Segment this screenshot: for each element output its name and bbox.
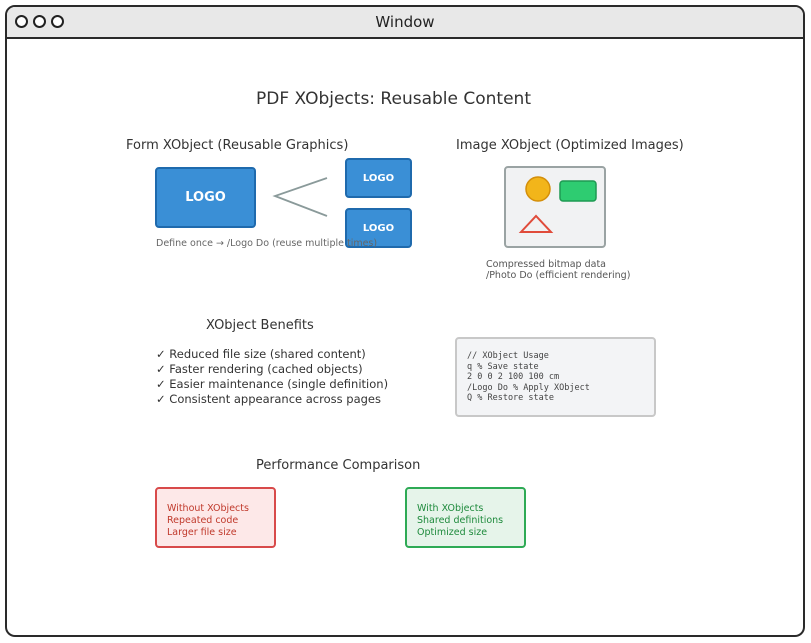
code-line: 2 0 0 2 100 100 cm xyxy=(467,372,560,382)
copy-logo-box-1: LOGO xyxy=(345,158,412,198)
reuse-arrows xyxy=(272,177,328,217)
with-line: With XObjects xyxy=(417,503,484,514)
window-controls xyxy=(15,15,64,28)
red-triangle-shape xyxy=(518,214,554,233)
code-line: Q % Restore state xyxy=(467,393,554,403)
benefit-item: ✓ Reduced file size (shared content) xyxy=(156,347,366,361)
image-frame xyxy=(504,166,606,248)
window-title: Window xyxy=(375,13,435,31)
image-caption-line-2: /Photo Do (efficient rendering) xyxy=(486,270,631,281)
main-logo-label: LOGO xyxy=(185,190,226,205)
benefits-list: ✓ Reduced file size (shared content) ✓ F… xyxy=(156,347,388,407)
image-caption-line-1: Compressed bitmap data xyxy=(486,259,606,270)
yellow-circle-shape xyxy=(525,176,551,202)
without-line: Repeated code xyxy=(167,515,239,526)
without-line: Larger file size xyxy=(167,527,237,538)
code-line: // XObject Usage xyxy=(467,351,549,361)
code-line: q % Save state xyxy=(467,361,539,372)
maximize-window-button[interactable] xyxy=(51,15,64,28)
with-xobjects-box: With XObjects Shared definitions Optimiz… xyxy=(405,487,526,548)
benefits-heading: XObject Benefits xyxy=(206,318,314,333)
close-window-button[interactable] xyxy=(15,15,28,28)
main-logo-box: LOGO xyxy=(155,167,256,228)
copy-logo-box-2: LOGO xyxy=(345,208,412,248)
title-bar: Window xyxy=(7,7,803,39)
code-line: /Logo Do % Apply XObject xyxy=(467,382,590,393)
benefit-item: ✓ Faster rendering (cached objects) xyxy=(156,362,363,376)
with-line: Shared definitions xyxy=(417,515,504,526)
image-xobject-picture xyxy=(504,166,606,248)
without-xobjects-box: Without XObjects Repeated code Larger fi… xyxy=(155,487,276,548)
green-rect-shape xyxy=(559,180,597,202)
minimize-window-button[interactable] xyxy=(33,15,46,28)
benefit-item: ✓ Consistent appearance across pages xyxy=(156,392,381,406)
image-xobject-heading: Image XObject (Optimized Images) xyxy=(456,138,684,153)
performance-heading: Performance Comparison xyxy=(256,458,421,473)
diagram-title: PDF XObjects: Reusable Content xyxy=(256,89,531,109)
copy-logo-label-1: LOGO xyxy=(362,172,395,184)
with-line: Optimized size xyxy=(417,527,488,538)
form-xobject-heading: Form XObject (Reusable Graphics) xyxy=(126,138,349,153)
without-line: Without XObjects xyxy=(167,503,249,514)
code-example-box: // XObject Usage q % Save state 2 0 0 2 … xyxy=(455,337,656,417)
benefit-item: ✓ Easier maintenance (single definition) xyxy=(156,377,389,391)
reuse-arrow-lines xyxy=(272,177,328,217)
form-xobject-caption: Define once → /Logo Do (reuse multiple t… xyxy=(156,238,378,249)
copy-logo-label-2: LOGO xyxy=(362,222,395,234)
